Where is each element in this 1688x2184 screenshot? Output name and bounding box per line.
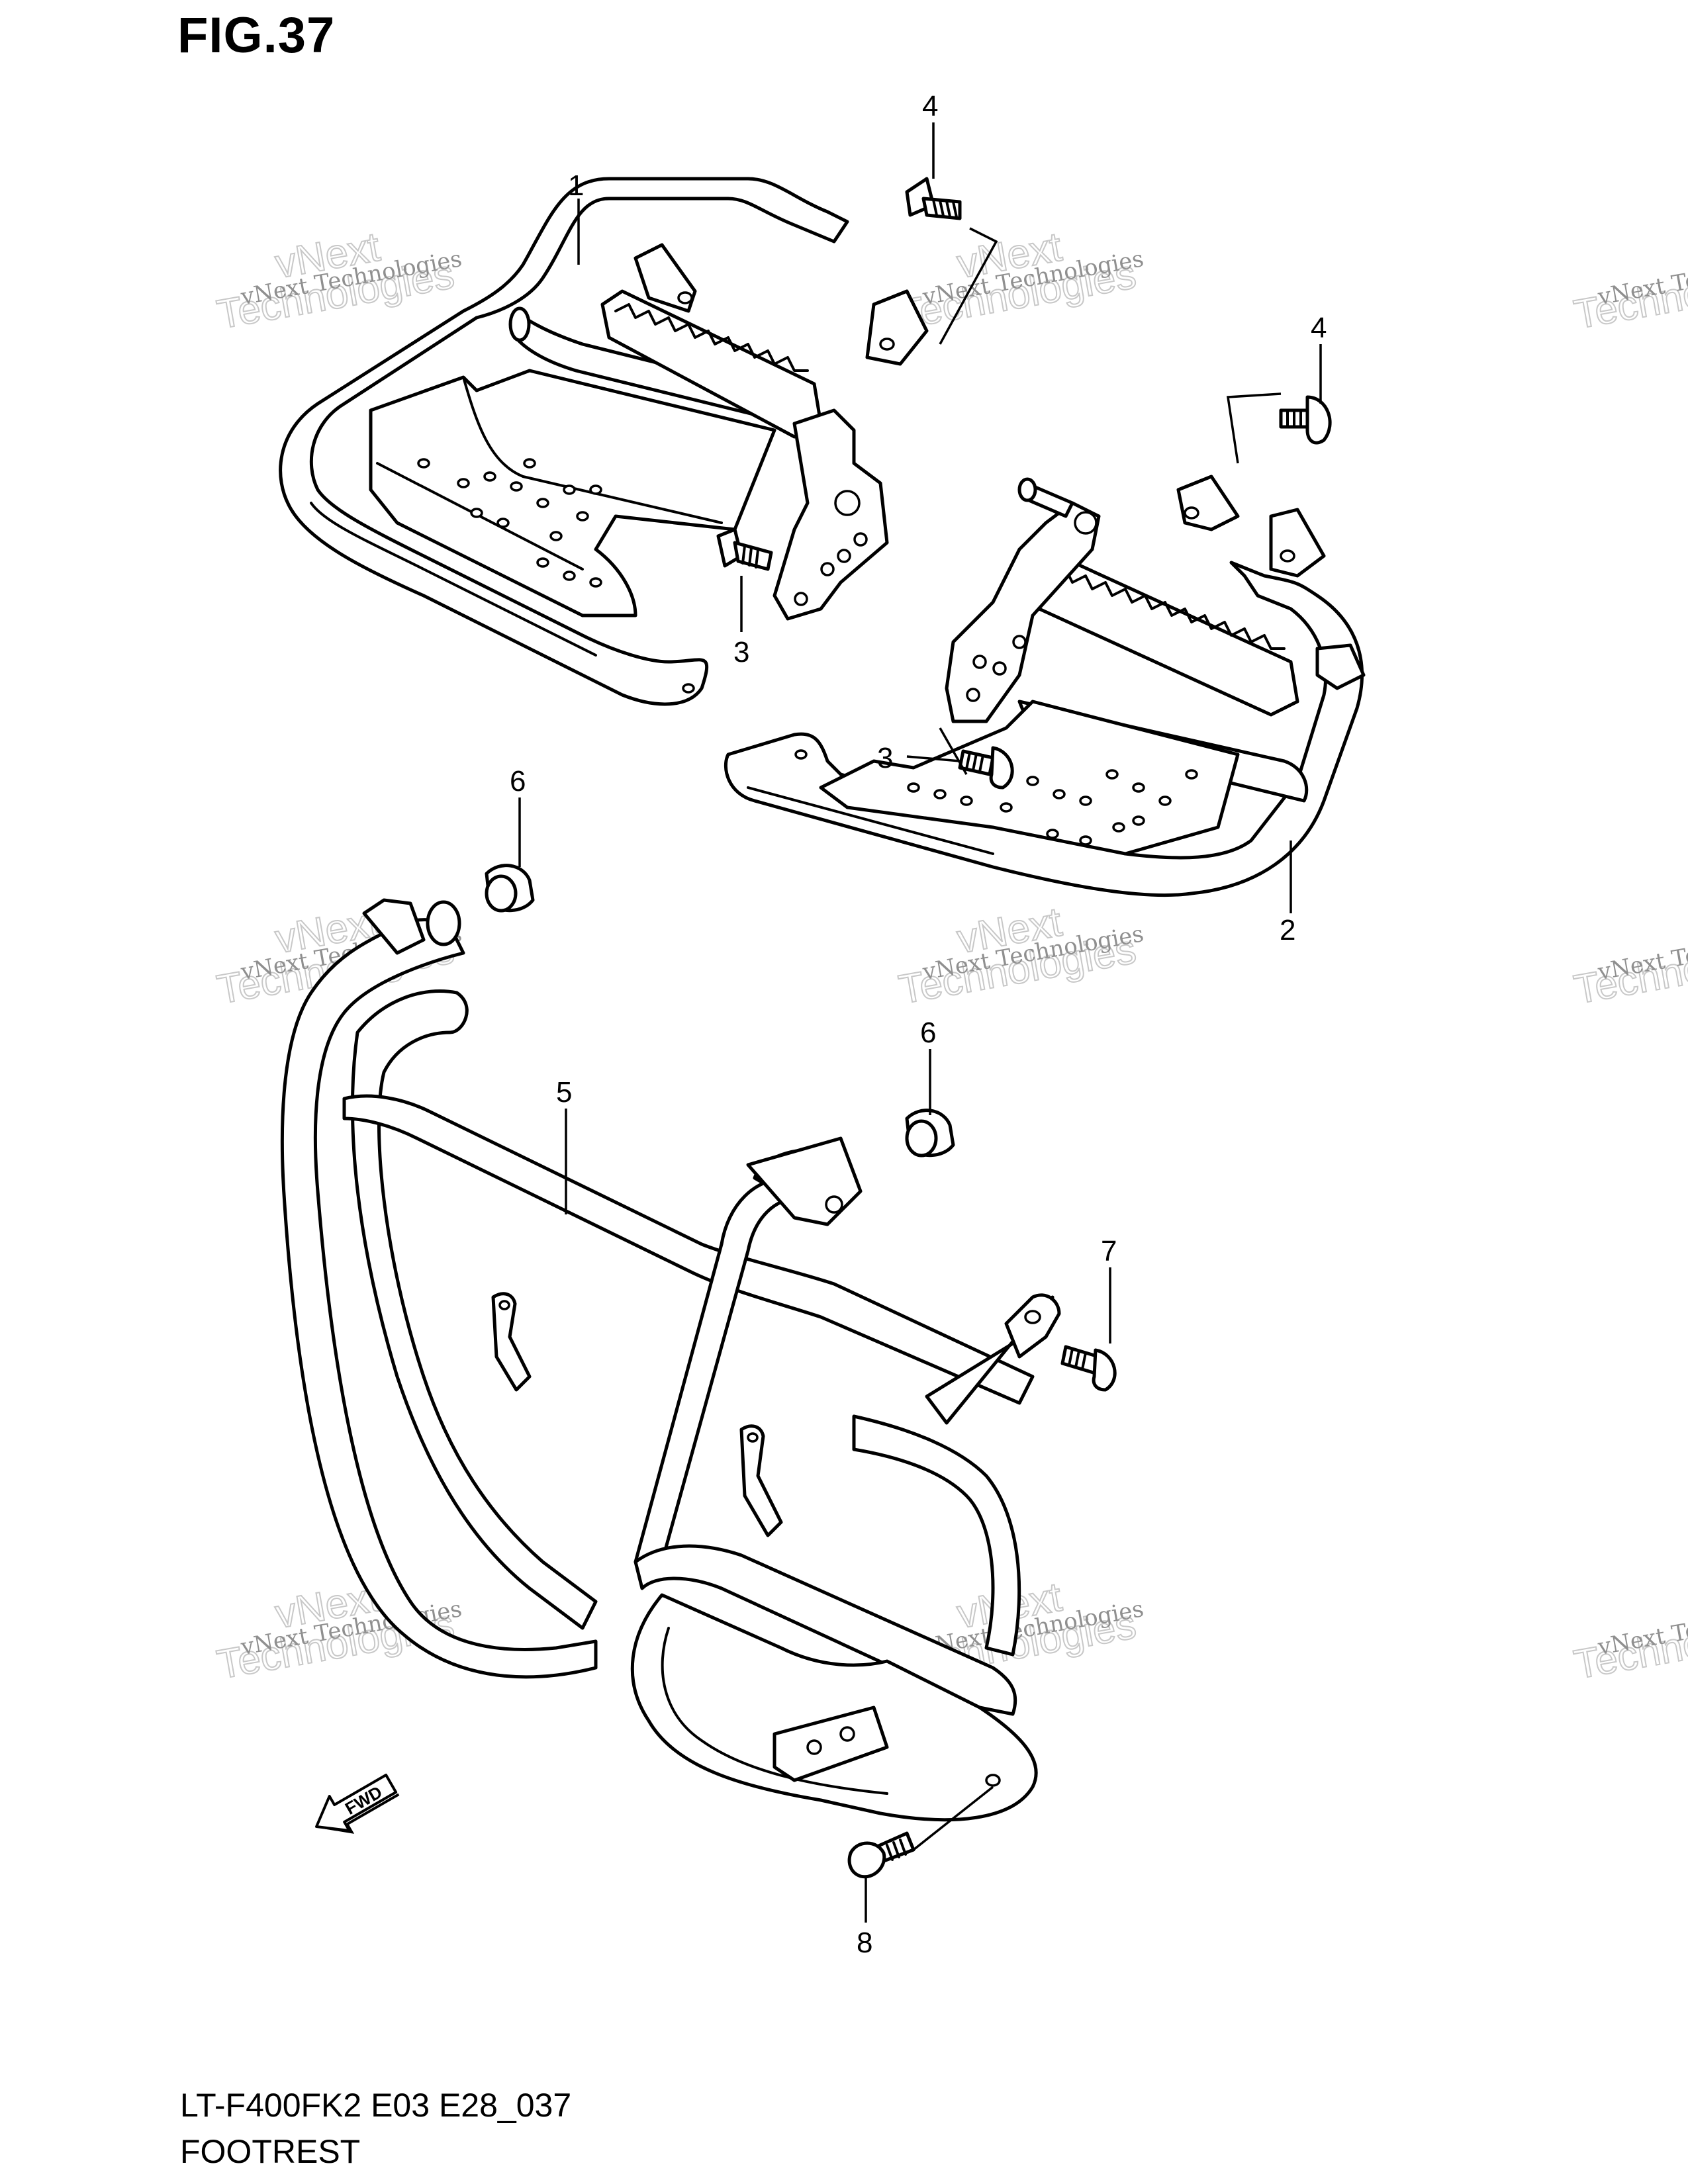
bolt-4b[interactable] xyxy=(1279,395,1332,445)
callout-8[interactable]: 8 xyxy=(857,1927,872,1959)
part-2-right-footrest[interactable] xyxy=(724,475,1366,897)
floor-holes xyxy=(907,769,1198,846)
part-name: FOOTREST xyxy=(180,2133,361,2170)
watermark-group: Technologies vNext Technologies xyxy=(1570,1596,1688,1688)
figure-title: FIG.37 xyxy=(177,7,336,64)
floor-holes xyxy=(417,458,602,588)
bolt-8[interactable] xyxy=(847,1831,915,1879)
callout-4b[interactable]: 4 xyxy=(1311,312,1327,344)
callout-6a[interactable]: 6 xyxy=(510,765,526,797)
fwd-arrow: FWD xyxy=(315,1774,400,1834)
watermark-group: Technologies vNext vNext Technologies xyxy=(213,224,464,339)
watermark-group: Technologies vNext vNext Technologies xyxy=(895,224,1146,339)
grommet-6a[interactable] xyxy=(485,864,535,913)
bolt-4a[interactable] xyxy=(905,177,962,220)
callout-7[interactable]: 7 xyxy=(1101,1235,1117,1267)
callout-1[interactable]: 1 xyxy=(568,169,584,202)
callout-2[interactable]: 2 xyxy=(1280,914,1295,946)
part-5-front-guard[interactable] xyxy=(280,898,1061,1822)
callout-3b[interactable]: 3 xyxy=(877,742,893,774)
bolt-7[interactable] xyxy=(1060,1345,1117,1392)
bolt-3a[interactable] xyxy=(716,527,773,571)
watermark-group: Technologies vNext vNext Technologies xyxy=(895,899,1146,1014)
watermark-group: Technologies vNext Technologies xyxy=(1570,246,1688,338)
leader-lines xyxy=(518,122,1322,1923)
bolt-3b[interactable] xyxy=(958,746,1014,790)
callout-6b[interactable]: 6 xyxy=(920,1017,936,1049)
callout-3a[interactable]: 3 xyxy=(733,636,749,668)
grommet-6b[interactable] xyxy=(905,1109,955,1158)
model-code: LT-F400FK2 E03 E28_037 xyxy=(180,2087,572,2124)
part-1-left-footrest[interactable] xyxy=(279,177,929,706)
callout-4a[interactable]: 4 xyxy=(922,90,938,122)
callout-labels: 1 2 3 3 4 4 5 6 6 7 8 xyxy=(510,90,1327,1959)
watermark-group: Technologies vNext Technologies xyxy=(1570,921,1688,1013)
callout-5[interactable]: 5 xyxy=(556,1076,572,1109)
